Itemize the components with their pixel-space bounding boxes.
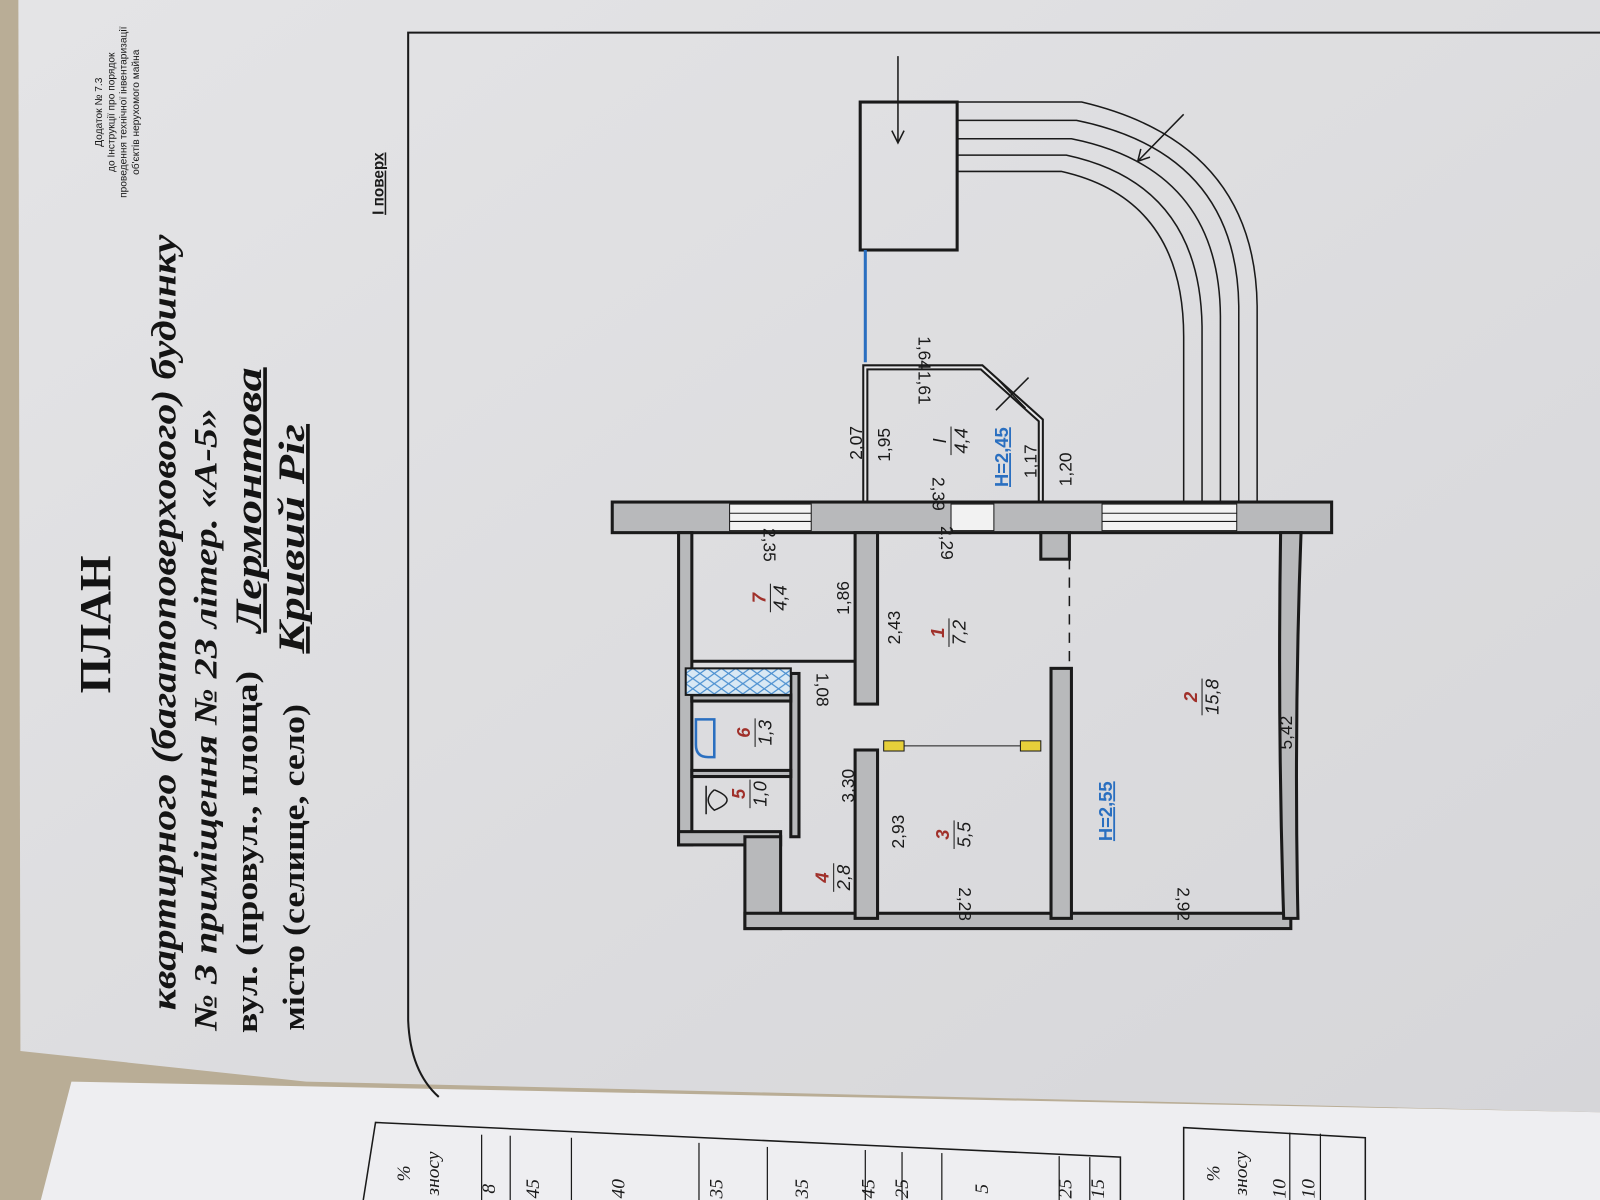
balcony-height: H=2,45	[991, 427, 1012, 487]
lower-page	[40, 1081, 1600, 1200]
table-cell: 45	[523, 1179, 544, 1199]
table-cell: 25	[1055, 1179, 1076, 1199]
table-cell: 10	[1270, 1179, 1291, 1199]
svg-text:4: 4	[812, 872, 833, 883]
sink-icon	[694, 718, 716, 759]
appendix-line: об'єктів нерухомого майна	[130, 49, 142, 175]
svg-text:4,4: 4,4	[770, 585, 791, 611]
svg-text:4,4: 4,4	[950, 428, 971, 454]
page-frame	[407, 31, 1600, 1098]
dimension: 2,93	[888, 815, 908, 849]
arrow-icon	[891, 56, 905, 145]
table-header: зносу	[1231, 1151, 1252, 1196]
title-line-building: квартирного (багатоповерхового) будинку	[145, 234, 184, 1010]
svg-text:5,5: 5,5	[953, 821, 974, 847]
arrow-icon	[1136, 113, 1185, 163]
apartment-walls	[610, 500, 1334, 931]
svg-text:15,8: 15,8	[1201, 678, 1222, 715]
svg-text:I: I	[929, 438, 950, 443]
dimension: 1,95	[874, 428, 894, 462]
dimension: 1,86	[833, 581, 853, 615]
table-cell: 15	[1088, 1179, 1109, 1199]
svg-text:2,8: 2,8	[833, 864, 854, 891]
svg-text:3: 3	[932, 830, 953, 840]
dimension: 2,28	[955, 887, 975, 921]
street-value: Лермонтова	[228, 367, 269, 635]
ceiling-height: H=2,55	[1095, 781, 1116, 841]
window	[1101, 503, 1238, 532]
table-header: зносу	[423, 1151, 444, 1196]
table-cell: 40	[608, 1179, 629, 1199]
table-cell: 8	[479, 1184, 500, 1194]
table-cell: 45	[858, 1179, 879, 1199]
plan-page	[18, 0, 1600, 1113]
table-cell: 25	[892, 1179, 913, 1199]
table-cell: 35	[706, 1179, 727, 1200]
dimension: 1,20	[1055, 453, 1075, 487]
city-label: місто (селище, село)	[277, 704, 311, 1031]
window	[729, 503, 812, 532]
table-cell: 35	[792, 1179, 813, 1200]
dimension: 2,29	[937, 526, 957, 560]
svg-text:6: 6	[733, 727, 754, 738]
title-line-apartment: № 3 приміщення № 23 літер. «А-5»	[188, 408, 224, 1032]
appendix-note: Додаток № 7.3 до Інструкції про порядок …	[94, 26, 142, 198]
wear-table-right: 10 10 % зносу	[1182, 1126, 1367, 1200]
dimension: 1,08	[812, 673, 832, 707]
dimension: 2,39	[929, 477, 949, 511]
svg-text:1: 1	[927, 628, 948, 638]
appendix-line: до Інструкції про порядок	[106, 52, 117, 172]
dimension: 3,30	[838, 769, 858, 803]
entrance-stairs	[858, 56, 1258, 503]
table-cell: 5	[972, 1184, 993, 1194]
balcony-door	[950, 503, 995, 532]
svg-text:1,0: 1,0	[749, 780, 770, 806]
svg-text:2: 2	[1180, 691, 1201, 703]
dimension: 1,64	[914, 336, 934, 370]
svg-text:5: 5	[728, 788, 749, 799]
table-header: %	[394, 1165, 415, 1181]
dimension: 2,92	[1174, 887, 1194, 921]
plan-heading: ПЛАН	[70, 556, 120, 694]
svg-text:1,3: 1,3	[754, 719, 775, 745]
svg-text:7: 7	[748, 592, 769, 603]
dimensions: 2,35 1,86 2,43 2,29 2,39 1,08 3,30 2,93 …	[759, 336, 1296, 921]
table-header: %	[1203, 1165, 1224, 1181]
floor-label: I поверх	[371, 152, 388, 215]
appendix-line: Додаток № 7.3	[94, 77, 105, 147]
appendix-line: проведення технічної інвентаризації	[119, 26, 130, 198]
street-label: вул. (провул., площа)	[230, 671, 264, 1033]
wear-table-left: 8 45 40 35 35 45 25 5 25 15 % зносу	[362, 1121, 1122, 1200]
dimension: 1,17	[1021, 444, 1041, 478]
dimension: 2,07	[846, 426, 866, 460]
dimension: 2,35	[759, 528, 779, 562]
dimension: 2,43	[884, 611, 904, 645]
dimension: 1,61	[914, 371, 934, 405]
dimension: 5,42	[1276, 716, 1296, 750]
balcony	[862, 364, 1044, 503]
svg-text:7,2: 7,2	[948, 620, 969, 646]
city-value: Кривий Ріг	[271, 424, 312, 655]
table-cell: 10	[1298, 1179, 1319, 1199]
toilet-icon	[705, 785, 728, 815]
